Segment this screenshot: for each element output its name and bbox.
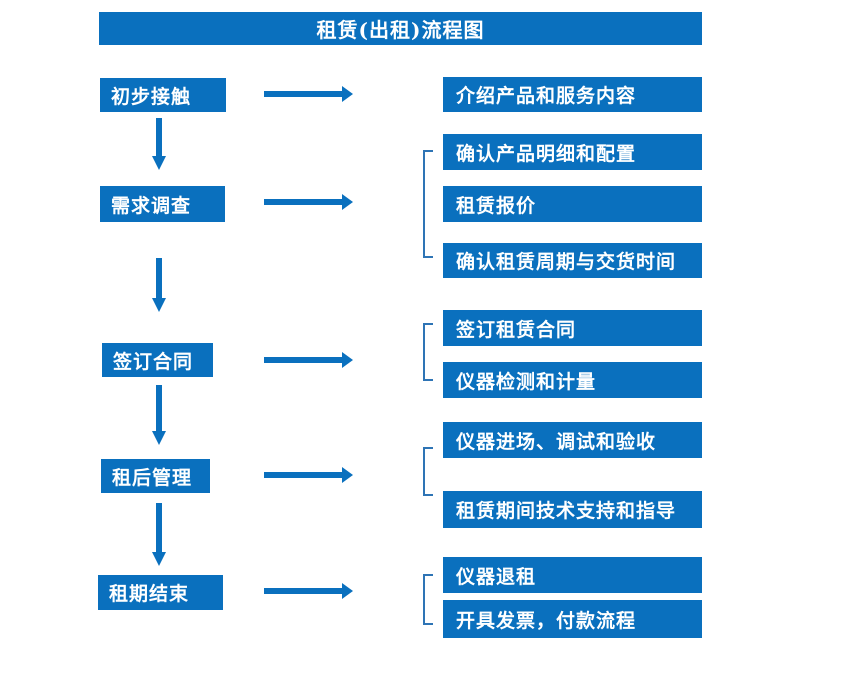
arrow-shaft	[156, 503, 162, 552]
arrow-shaft	[264, 91, 342, 97]
stage-box-initial-contact: 初步接触	[100, 78, 226, 112]
stage-box-demand-survey: 需求调查	[100, 186, 225, 222]
arrow-head-icon	[342, 86, 353, 102]
detail-box-introduce-products: 介绍产品和服务内容	[443, 77, 702, 112]
detail-box-instrument-return: 仪器退租	[443, 557, 702, 593]
down-arrow-1	[152, 118, 166, 170]
arrow-shaft	[264, 472, 342, 478]
arrow-shaft	[264, 357, 342, 363]
arrow-head-icon	[152, 431, 166, 445]
right-arrow-1	[264, 86, 353, 102]
arrow-shaft	[156, 385, 162, 431]
right-arrow-5	[264, 583, 353, 599]
bracket-group-2	[423, 150, 433, 258]
arrow-head-icon	[342, 194, 353, 210]
arrow-head-icon	[152, 298, 166, 312]
flowchart-title: 租赁(出租)流程图	[99, 12, 702, 45]
detail-box-sign-rental-contract: 签订租赁合同	[443, 310, 702, 346]
arrow-head-icon	[342, 583, 353, 599]
down-arrow-2	[152, 258, 166, 312]
detail-box-technical-support: 租赁期间技术支持和指导	[443, 491, 702, 528]
detail-box-confirm-period-delivery: 确认租赁周期与交货时间	[443, 243, 702, 278]
right-arrow-4	[264, 467, 353, 483]
bracket-group-5	[423, 574, 433, 625]
down-arrow-4	[152, 503, 166, 566]
detail-box-instrument-testing: 仪器检测和计量	[443, 362, 702, 398]
arrow-head-icon	[152, 552, 166, 566]
detail-box-instrument-setup-acceptance: 仪器进场、调试和验收	[443, 422, 702, 458]
arrow-head-icon	[342, 467, 353, 483]
detail-box-confirm-product-details: 确认产品明细和配置	[443, 134, 702, 170]
detail-box-rental-quote: 租赁报价	[443, 186, 702, 222]
right-arrow-3	[264, 352, 353, 368]
bracket-group-4	[423, 447, 433, 496]
stage-box-sign-contract: 签订合同	[102, 343, 213, 377]
arrow-head-icon	[152, 156, 166, 170]
stage-box-rental-end: 租期结束	[98, 575, 223, 610]
arrow-shaft	[264, 199, 342, 205]
arrow-head-icon	[342, 352, 353, 368]
arrow-shaft	[156, 118, 162, 156]
arrow-shaft	[264, 588, 342, 594]
bracket-group-3	[423, 323, 433, 381]
down-arrow-3	[152, 385, 166, 445]
detail-box-invoice-payment: 开具发票，付款流程	[443, 600, 702, 638]
right-arrow-2	[264, 194, 353, 210]
stage-box-post-rental-management: 租后管理	[101, 459, 210, 493]
arrow-shaft	[156, 258, 162, 298]
